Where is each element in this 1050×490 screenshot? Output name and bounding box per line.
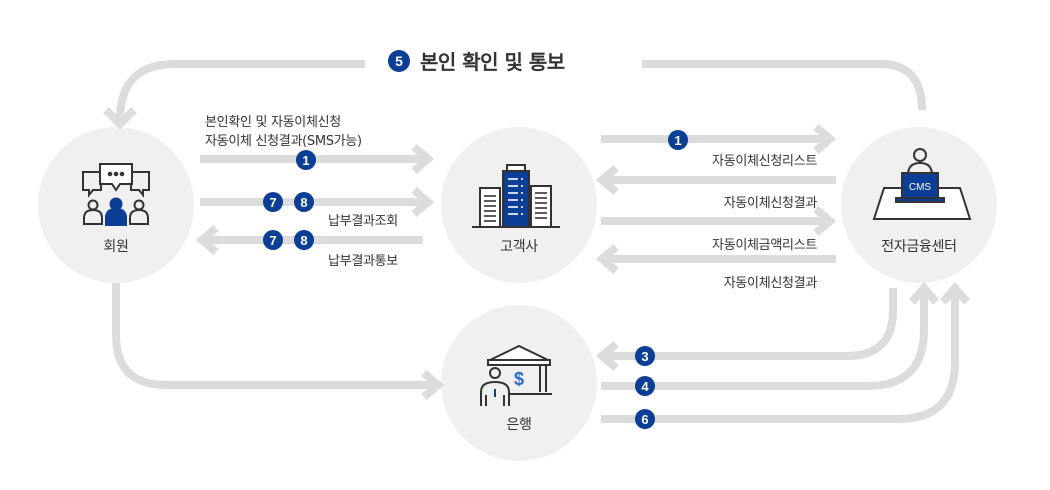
arrowhead-member-to-client-78 <box>411 186 435 218</box>
bank-label: 은행 <box>506 417 532 433</box>
flow-label-request-list: 자동이체신청리스트 <box>712 154 817 169</box>
efc-label: 전자금융센터 <box>881 239 957 255</box>
flow-label-inquiry: 납부결과조회 <box>328 214 398 229</box>
step-badge-7-notify: 7 <box>263 230 283 250</box>
arrowhead-efc-to-client-result <box>595 164 619 196</box>
arrowhead-efc-to-bank-3 <box>595 340 619 372</box>
flow-label-amount-list: 자동이체금액리스트 <box>712 238 817 253</box>
bank-icon <box>480 344 552 406</box>
arrowhead-efc-to-client-result2 <box>595 243 619 275</box>
flow-label-identity-line2: 자동이체 신청결과(SMS가능) <box>205 134 362 149</box>
arrowhead-member-to-client-1 <box>411 143 435 175</box>
step-badge-3: 3 <box>635 346 655 366</box>
step-badge-6: 6 <box>635 409 655 429</box>
cms-screen-text: CMS <box>909 182 932 193</box>
step-badge-8-notify: 8 <box>294 230 314 250</box>
step-badge-8-inquiry: 8 <box>294 192 314 212</box>
members-chat-icon <box>82 163 150 226</box>
arrowhead-member-to-bank <box>421 369 445 401</box>
arrowhead-member-top <box>103 107 137 130</box>
arrowhead-client-to-efc-list <box>813 123 837 155</box>
flow-label-notify: 납부결과통보 <box>328 254 398 269</box>
arrow-efc-to-member-top-right <box>642 60 926 111</box>
step-badge-5: 5 <box>388 49 410 72</box>
arrowhead-bank-to-efc-4 <box>908 281 940 305</box>
flow-title-text: 본인 확인 및 통보 <box>420 50 565 74</box>
arrow-efc-to-bank-3 <box>604 288 897 360</box>
flow-label-request-result: 자동이체신청결과 <box>723 196 818 211</box>
arrow-bank-to-efc-6 <box>601 290 959 423</box>
step-badge-1-efc: 1 <box>668 130 688 150</box>
step-badge-7-inquiry: 7 <box>263 192 283 212</box>
arrow-bank-to-efc-4 <box>601 290 928 390</box>
dollar-icon: $ <box>514 369 524 389</box>
flow-label-request-result-2: 자동이체신청결과 <box>723 276 818 291</box>
bank-node <box>441 305 597 461</box>
flow-label-identity-line1: 본인확인 및 자동이체신청 <box>205 115 341 130</box>
arrow-member-to-bank <box>112 283 436 389</box>
arrow-efc-to-member-top <box>116 60 365 121</box>
flow-title: 5 본인 확인 및 통보 <box>388 46 565 75</box>
arrowhead-client-to-efc-amount <box>813 205 837 237</box>
arrowhead-client-to-member-78 <box>195 224 219 256</box>
client-label: 고객사 <box>500 239 538 255</box>
cms-desk-icon <box>872 148 972 220</box>
building-icon <box>472 164 560 228</box>
member-label: 회원 <box>103 239 129 255</box>
arrowhead-bank-to-efc-6 <box>939 281 971 305</box>
step-badge-1-member: 1 <box>296 150 316 170</box>
step-badge-4: 4 <box>635 376 655 396</box>
